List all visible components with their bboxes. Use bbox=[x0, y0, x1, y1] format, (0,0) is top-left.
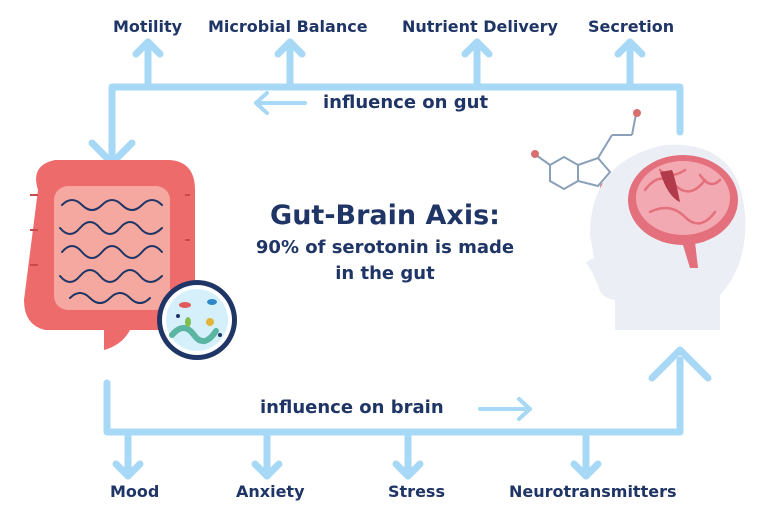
left-arrow-icon bbox=[254, 91, 307, 115]
diagram-title: Gut-Brain Axis: bbox=[270, 200, 500, 231]
bottom-loop-arrow bbox=[103, 346, 712, 480]
intestine-icon bbox=[24, 160, 195, 350]
gut-effect-motility: Motility bbox=[113, 17, 183, 36]
brain-effect-stress: Stress bbox=[388, 482, 445, 501]
gut-effect-microbial-balance: Microbial Balance bbox=[208, 17, 368, 36]
subtitle-line-2: in the gut bbox=[335, 263, 435, 284]
gut-effect-nutrient-delivery: Nutrient Delivery bbox=[402, 17, 558, 36]
top-flow-label: influence on gut bbox=[323, 92, 489, 113]
subtitle-line-1: 90% of serotonin is made bbox=[255, 237, 515, 258]
gut-effect-secretion: Secretion bbox=[588, 17, 675, 36]
brain-effect-anxiety: Anxiety bbox=[236, 482, 305, 501]
brain-effect-neurotransmitters: Neurotransmitters bbox=[509, 482, 677, 501]
top-loop-arrow bbox=[88, 38, 684, 167]
head-brain-icon bbox=[586, 144, 746, 330]
title-block: Gut-Brain Axis: 90% of serotonin is made… bbox=[200, 200, 570, 287]
bottom-flow-label: influence on brain bbox=[260, 397, 444, 418]
serotonin-molecule-icon bbox=[535, 113, 637, 191]
brain-effect-mood: Mood bbox=[110, 482, 160, 501]
right-arrow-icon bbox=[478, 397, 532, 421]
microbe-dish-icon bbox=[157, 280, 237, 360]
